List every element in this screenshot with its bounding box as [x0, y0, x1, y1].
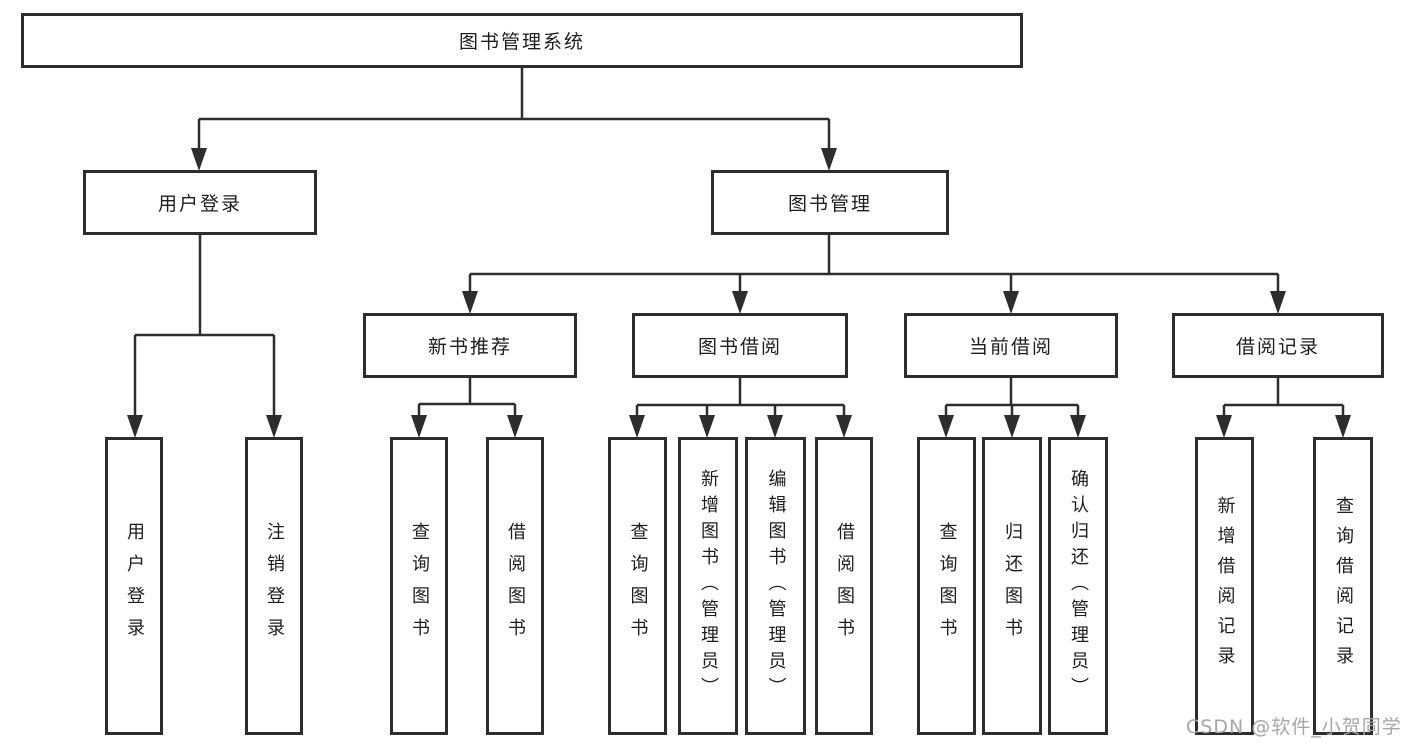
node-user-login-action: 用户登录 — [105, 437, 163, 735]
node-confirm-return-admin-label: 确认归还（管理员） — [1068, 469, 1089, 703]
node-library-system-label: 图书管理系统 — [458, 31, 585, 53]
node-borrow-books-recommend-label: 借阅图书 — [505, 522, 526, 650]
node-query-books-current-label: 查询图书 — [936, 522, 958, 650]
node-borrow-books-borrow: 借阅图书 — [815, 437, 873, 735]
node-book-management: 图书管理 — [711, 170, 949, 235]
node-library-system: 图书管理系统 — [21, 13, 1023, 68]
node-confirm-return-admin: 确认归还（管理员） — [1048, 437, 1108, 735]
node-book-management-label: 图书管理 — [787, 193, 872, 215]
node-current-borrowing: 当前借阅 — [904, 313, 1118, 378]
node-add-book-admin-label: 新增图书（管理员） — [698, 469, 719, 703]
node-borrow-books-borrow-label: 借阅图书 — [834, 522, 855, 650]
node-borrowing-records: 借阅记录 — [1172, 313, 1384, 378]
node-user-login-label: 用户登录 — [157, 193, 242, 215]
node-query-books-recommend-label: 查询图书 — [409, 522, 430, 650]
node-add-borrow-record: 新增借阅记录 — [1195, 437, 1254, 735]
node-borrowing-records-label: 借阅记录 — [1235, 336, 1320, 358]
node-return-books: 归还图书 — [982, 437, 1042, 735]
node-query-books-borrow-label: 查询图书 — [627, 522, 649, 650]
watermark: CSDN @软件_小贺同学 — [1186, 716, 1402, 738]
node-query-books-recommend: 查询图书 — [390, 437, 448, 735]
node-edit-book-admin-label: 编辑图书（管理员） — [765, 469, 787, 703]
node-book-borrowing-label: 图书借阅 — [697, 336, 782, 358]
node-query-borrow-record: 查询借阅记录 — [1313, 437, 1373, 735]
node-return-books-label: 归还图书 — [1002, 522, 1023, 650]
node-add-borrow-record-label: 新增借阅记录 — [1214, 496, 1236, 676]
node-add-book-admin: 新增图书（管理员） — [678, 437, 738, 735]
node-current-borrowing-label: 当前借阅 — [968, 336, 1053, 358]
node-new-book-recommendation: 新书推荐 — [363, 313, 577, 378]
node-borrow-books-recommend: 借阅图书 — [486, 437, 544, 735]
node-user-login: 用户登录 — [83, 170, 317, 235]
node-user-login-action-label: 用户登录 — [124, 522, 145, 650]
node-logout-action-label: 注销登录 — [264, 522, 285, 650]
node-book-borrowing: 图书借阅 — [632, 313, 848, 378]
node-query-books-borrow: 查询图书 — [608, 437, 667, 735]
node-edit-book-admin: 编辑图书（管理员） — [745, 437, 806, 735]
node-new-book-recommendation-label: 新书推荐 — [427, 336, 512, 358]
node-query-borrow-record-label: 查询借阅记录 — [1333, 496, 1354, 676]
node-query-books-current: 查询图书 — [917, 437, 976, 735]
node-logout-action: 注销登录 — [245, 437, 303, 735]
